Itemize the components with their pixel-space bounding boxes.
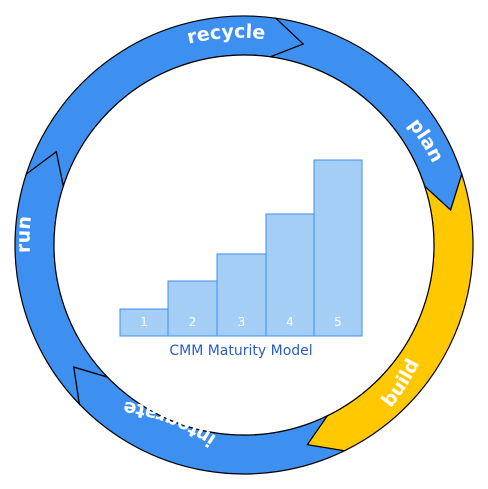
maturity-bar-4 <box>265 213 315 337</box>
maturity-bar-3 <box>216 253 267 337</box>
maturity-level-3: 3 <box>238 315 246 329</box>
maturity-bar-5 <box>313 159 363 337</box>
label-run: run <box>12 215 35 253</box>
maturity-level-5: 5 <box>334 315 342 329</box>
maturity-caption: CMM Maturity Model <box>169 343 312 359</box>
maturity-level-4: 4 <box>286 315 294 329</box>
cycle-ring <box>14 15 474 475</box>
maturity-staircase: 1 2 3 4 5 <box>119 159 363 337</box>
cycle-inner-disk <box>53 54 435 436</box>
maturity-level-2: 2 <box>189 315 197 329</box>
maturity-level-1: 1 <box>140 315 148 329</box>
